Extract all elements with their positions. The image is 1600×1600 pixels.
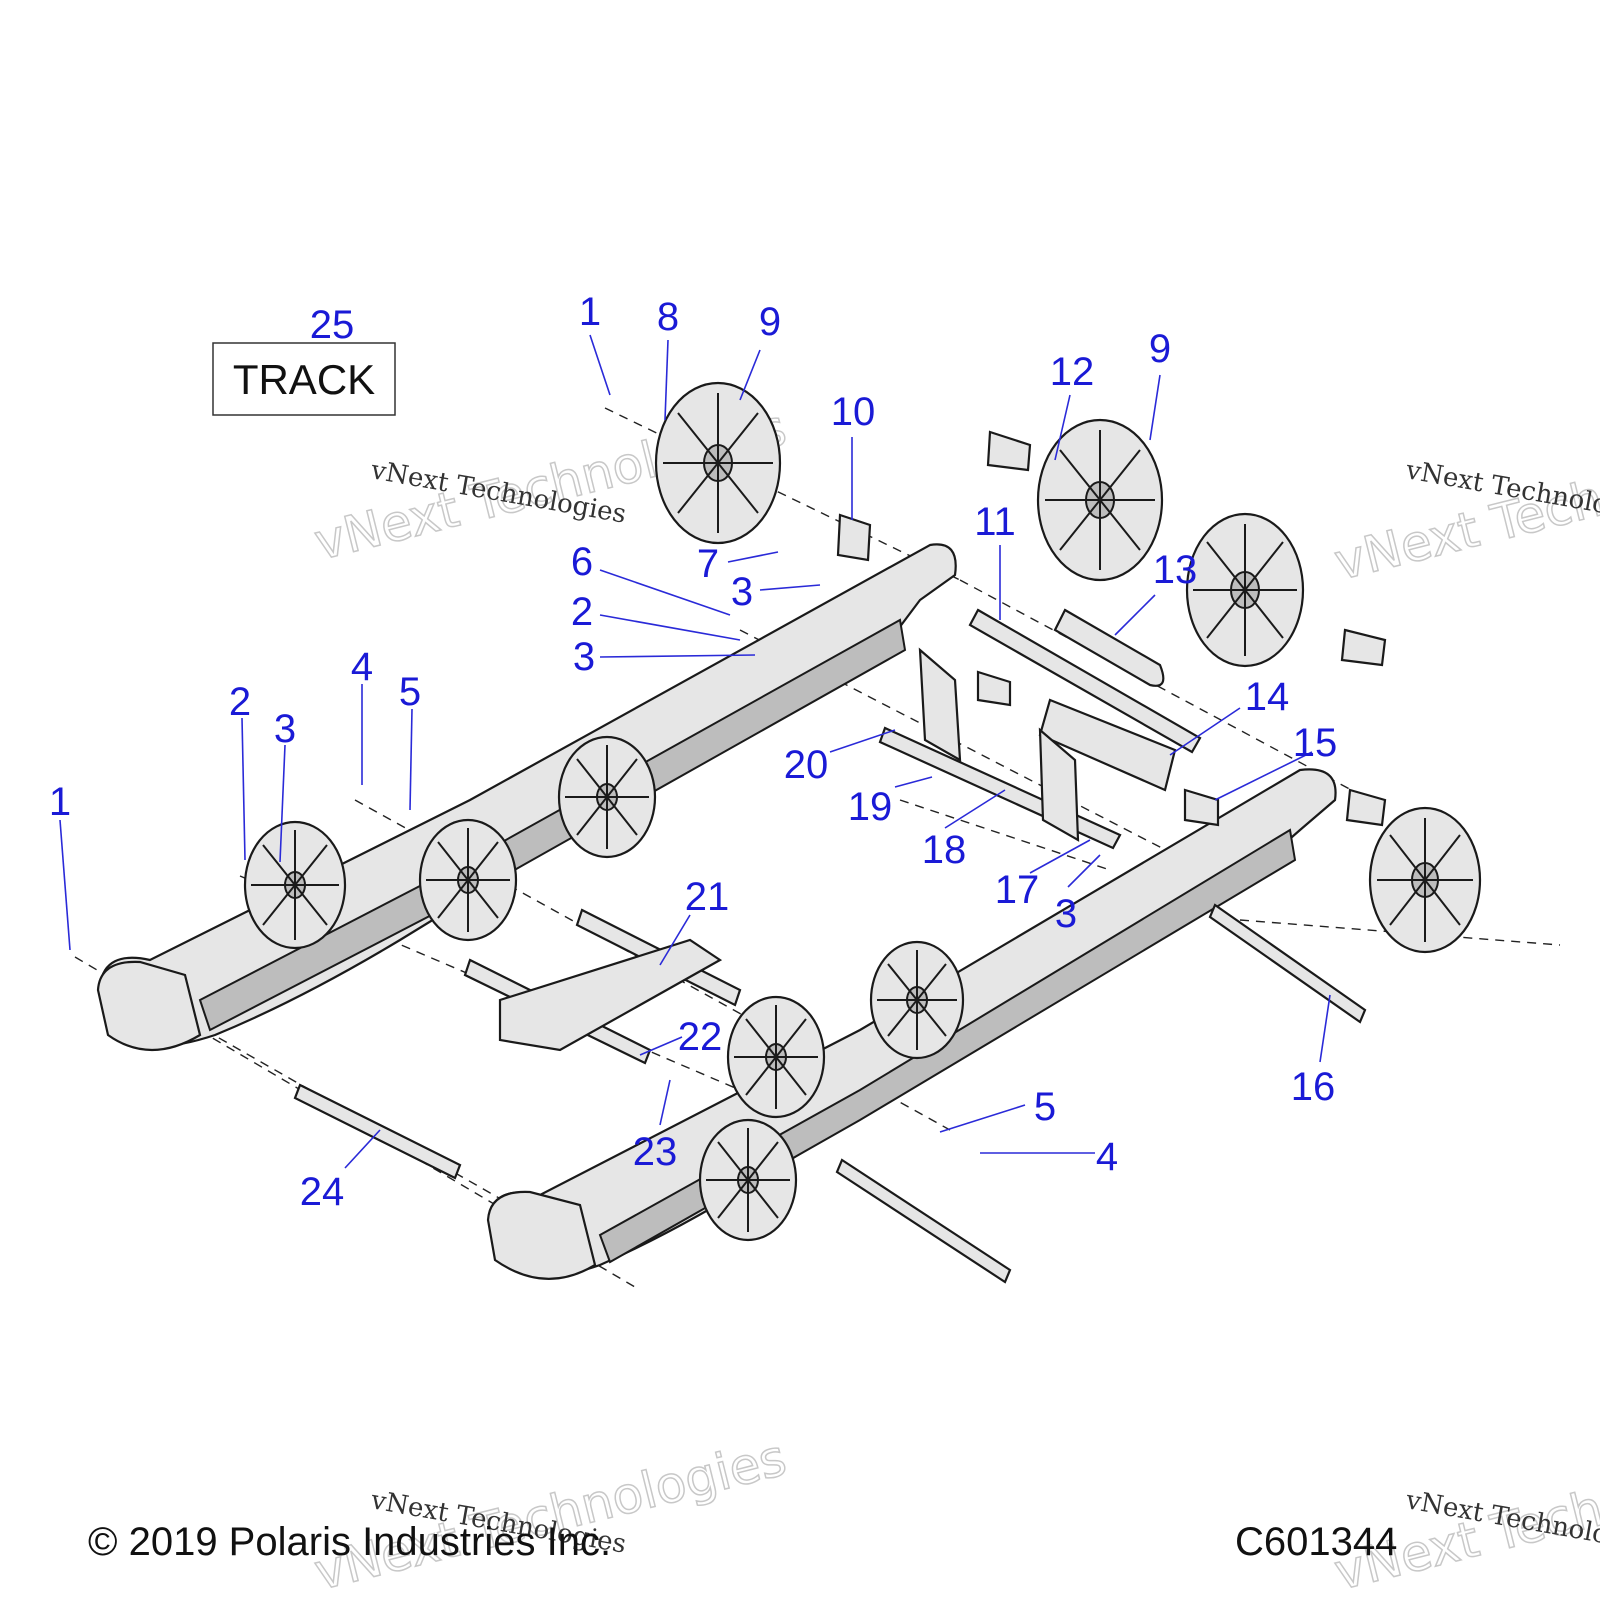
cap-12 [986,430,1032,472]
callout-25: 25 [310,303,355,347]
shafts-and-brackets [293,430,1387,1284]
callout-22: 22 [678,1015,723,1059]
callout-14: 14 [1245,675,1290,719]
callout-3: 3 [1055,892,1077,936]
bolt-16 [1208,903,1367,1024]
bracket-18 [1038,727,1080,842]
callout-15: 15 [1293,721,1338,765]
callout-1: 1 [579,290,601,334]
callout-6: 6 [571,540,593,584]
callout-19: 19 [848,785,893,829]
idler-wheel [1368,806,1482,954]
callout-3: 3 [274,707,296,751]
callout-1: 1 [49,780,71,824]
bracket-14 [1038,698,1177,792]
callout-7: 7 [697,542,719,586]
bolt-16b [835,1158,1012,1284]
leader-lines [59,334,1331,1169]
idler-wheel [1185,512,1305,668]
shaft-24 [293,1083,462,1180]
left-rail [96,543,957,1051]
callout-16: 16 [1291,1065,1336,1109]
wheels [243,381,1482,1242]
callout-17: 17 [995,868,1040,912]
drawing-number: C601344 [1235,1520,1397,1564]
block-15b [1183,788,1220,827]
callouts: 1 8 9 10 9 12 11 13 7 3 6 2 3 14 15 20 1… [49,290,1337,1214]
callout-2: 2 [571,590,593,634]
copyright-text: © 2019 Polaris Industries Inc. [88,1520,611,1564]
cap-10 [836,513,872,562]
bogie-wheel [698,1118,798,1242]
callout-21: 21 [685,875,730,919]
callout-23: 23 [633,1130,678,1174]
callout-24: 24 [300,1170,345,1214]
callout-5: 5 [1034,1085,1056,1129]
callout-2: 2 [229,680,251,724]
callout-4: 4 [351,645,373,689]
callout-12: 12 [1050,350,1095,394]
bogie-wheel [418,818,518,942]
bogie-wheel [869,940,965,1060]
tube-13 [1053,608,1165,687]
track-label-box: TRACK [212,342,396,416]
callout-13: 13 [1153,548,1198,592]
callout-10: 10 [831,390,876,434]
callout-11: 11 [974,500,1016,544]
bracket-21 [498,938,723,1052]
callout-3: 3 [731,570,753,614]
callout-9: 9 [1149,327,1171,371]
callout-18: 18 [922,828,967,872]
idler-wheel [1036,418,1164,582]
bogie-wheel [726,995,826,1119]
cap-right [1340,628,1387,667]
shaft-11 [968,608,1202,754]
callout-8: 8 [657,295,679,339]
callout-9: 9 [759,300,781,344]
block-15a [976,670,1012,707]
idler-wheel [654,381,782,545]
footer: © 2019 Polaris Industries Inc. C601344 [88,1520,1397,1564]
bogie-wheel [243,820,347,950]
callout-3: 3 [573,635,595,679]
bogie-wheel [557,735,657,859]
callout-5: 5 [399,670,421,714]
track-label: TRACK [233,356,375,403]
callout-4: 4 [1096,1135,1118,1179]
cap-right-lower [1345,788,1387,827]
bracket-20 [918,647,962,762]
callout-20: 20 [784,743,829,787]
